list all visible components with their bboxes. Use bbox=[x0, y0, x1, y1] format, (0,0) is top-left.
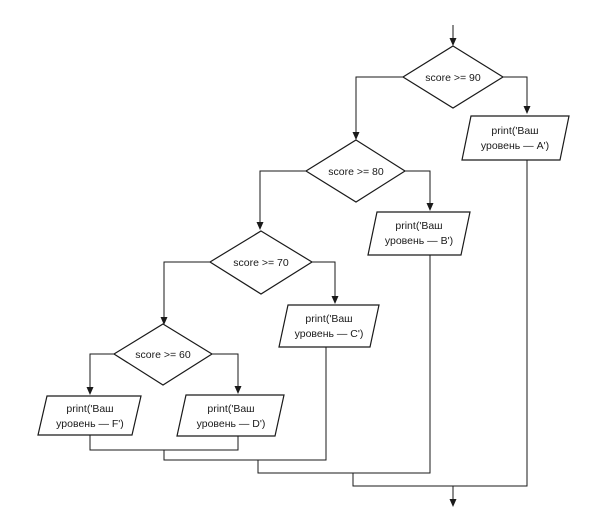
d80-no-arrow bbox=[256, 222, 264, 230]
d60-no-arrow bbox=[86, 387, 94, 395]
arrowheads bbox=[86, 38, 531, 507]
d90-yes-arrow bbox=[523, 106, 531, 114]
merge-c-b-line bbox=[257, 255, 431, 474]
output-level-c: print('Ваш уровень — C') bbox=[278, 304, 380, 348]
output-parallelogram bbox=[278, 304, 380, 348]
output-label-line1: print('Ваш bbox=[491, 125, 538, 137]
d70-yes-arrow bbox=[331, 296, 339, 304]
output-label-line1: print('Ваш bbox=[305, 313, 352, 325]
d80-yes-line bbox=[405, 170, 431, 209]
output-label-line2: уровень — A') bbox=[481, 140, 549, 152]
decision-label: score >= 80 bbox=[328, 166, 384, 178]
output-label-line2: уровень — B') bbox=[385, 235, 453, 247]
output-label-line1: print('Ваш bbox=[207, 403, 254, 415]
output-label-line2: уровень — D') bbox=[197, 418, 266, 430]
d70-no-line bbox=[163, 261, 210, 323]
decision-diamond bbox=[304, 139, 407, 203]
output-label-line1: print('Ваш bbox=[395, 220, 442, 232]
d70-no-arrow bbox=[160, 317, 168, 325]
output-parallelogram bbox=[176, 394, 285, 437]
d90-no-arrow bbox=[352, 132, 360, 140]
d80-yes-arrow bbox=[426, 203, 434, 211]
output-level-b: print('Ваш уровень — B') bbox=[367, 211, 471, 256]
output-parallelogram bbox=[37, 395, 142, 436]
d90-no-line bbox=[355, 76, 403, 138]
decision-score-60: score >= 60 bbox=[112, 323, 214, 386]
output-label-line2: уровень — C') bbox=[295, 328, 364, 340]
decision-score-70: score >= 70 bbox=[208, 230, 314, 295]
merge-fd-c-line bbox=[163, 347, 327, 461]
decision-diamond bbox=[401, 45, 505, 109]
decision-diamond bbox=[208, 230, 314, 295]
exit-arrow bbox=[449, 499, 457, 507]
d60-yes-line bbox=[212, 353, 239, 392]
output-label-line1: print('Ваш bbox=[66, 403, 113, 415]
d60-no-line bbox=[89, 353, 114, 393]
output-level-d: print('Ваш уровень — D') bbox=[176, 394, 285, 437]
merge-b-a-line bbox=[352, 160, 528, 487]
merge-f-d-line bbox=[89, 435, 239, 451]
output-parallelogram bbox=[367, 211, 471, 256]
decision-score-90: score >= 90 bbox=[401, 45, 505, 109]
output-label-line2: уровень — F') bbox=[56, 418, 124, 430]
output-level-a: print('Ваш уровень — A') bbox=[461, 115, 570, 161]
decision-score-80: score >= 80 bbox=[304, 139, 407, 203]
d60-yes-arrow bbox=[234, 386, 242, 394]
decision-label: score >= 70 bbox=[233, 257, 289, 269]
decision-label: score >= 90 bbox=[425, 72, 481, 84]
output-level-f: print('Ваш уровень — F') bbox=[37, 395, 142, 436]
d80-no-line bbox=[259, 170, 306, 228]
decision-diamond bbox=[112, 323, 214, 386]
decision-label: score >= 60 bbox=[135, 349, 191, 361]
entry-arrow bbox=[449, 38, 457, 46]
d70-yes-line bbox=[312, 261, 336, 302]
d90-yes-line bbox=[503, 76, 528, 112]
output-parallelogram bbox=[461, 115, 570, 161]
